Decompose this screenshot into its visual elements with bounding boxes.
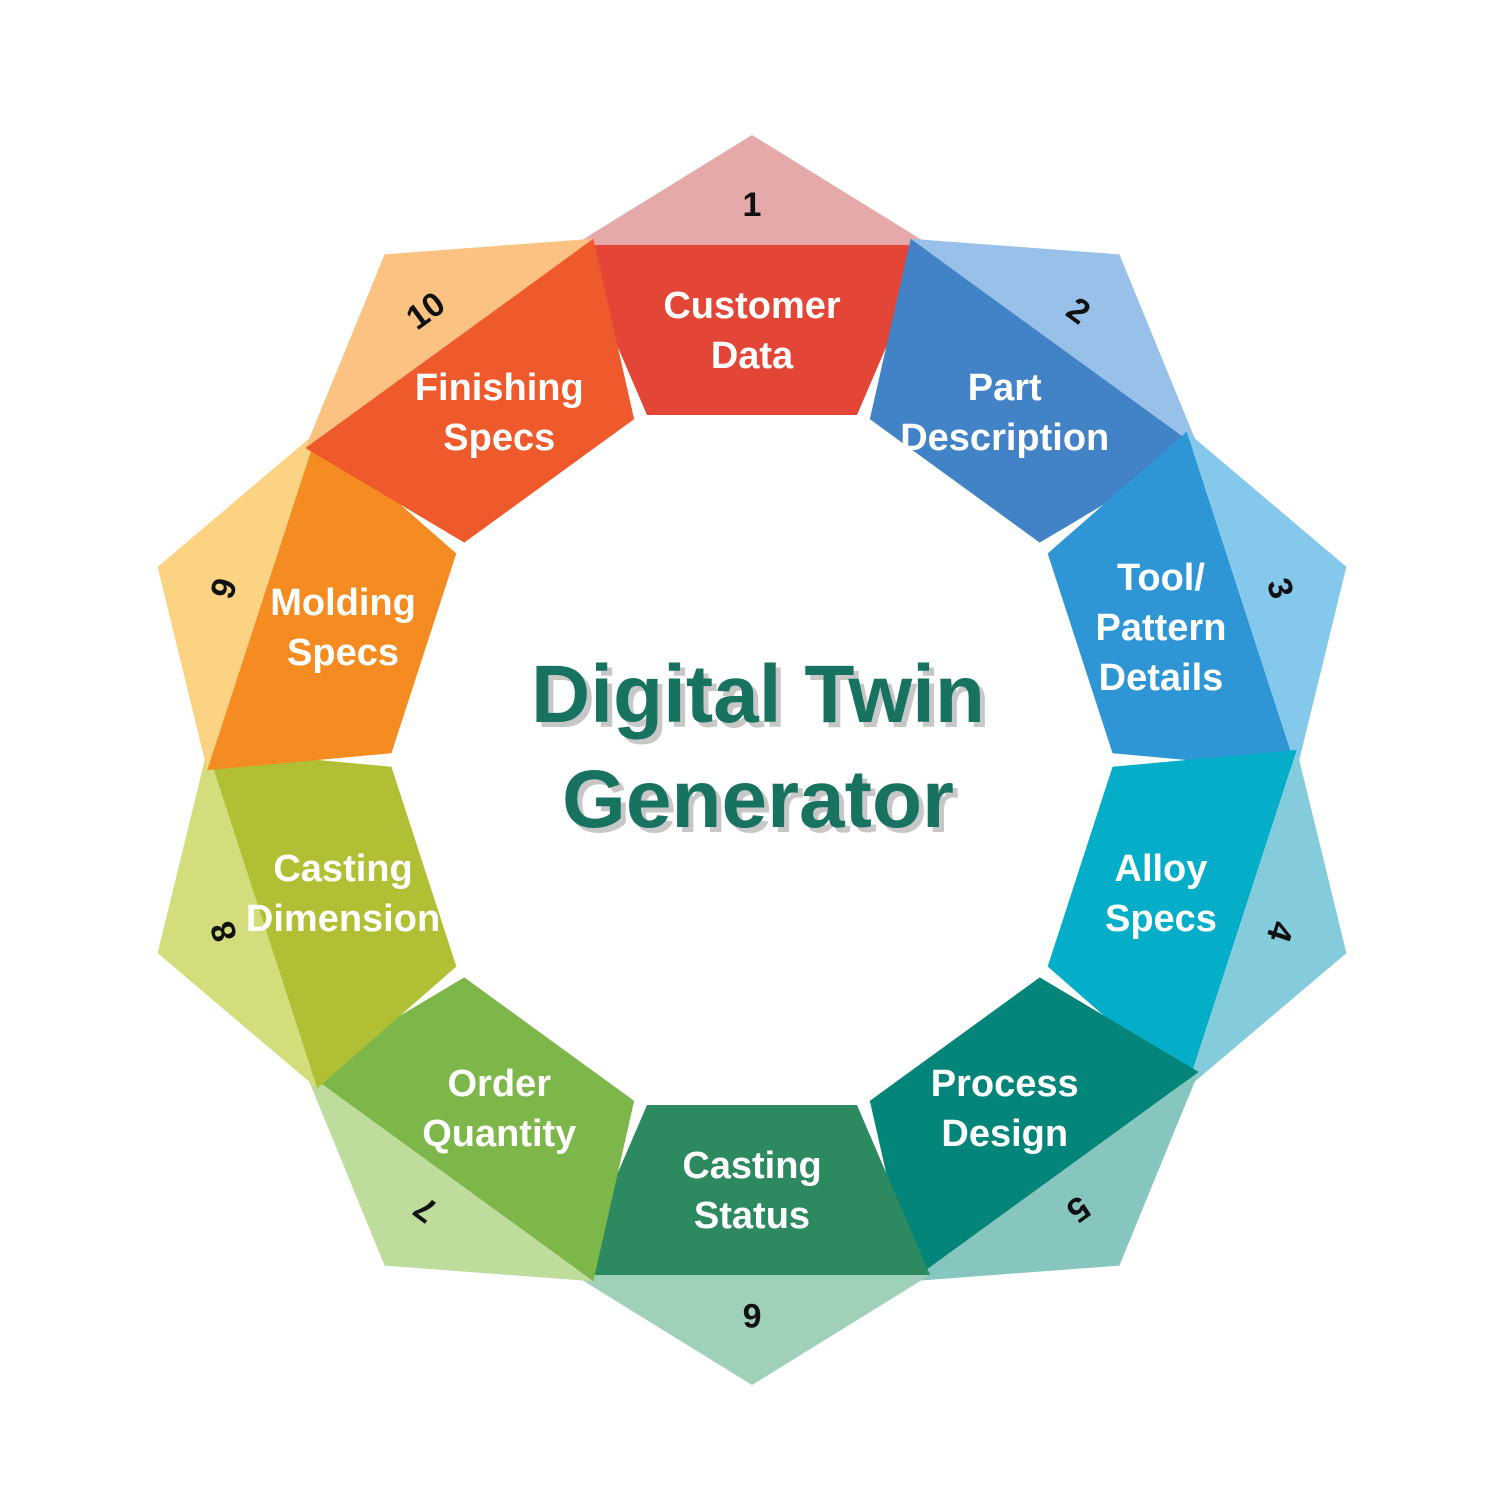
segment-6: 6 [574, 1105, 930, 1385]
segment-8-body [207, 749, 457, 1089]
segment-8-label-line: Dimension [246, 898, 440, 940]
center-title: Digital Twin Digital Twin Generator Gene… [531, 649, 990, 850]
segment-9-body [207, 431, 457, 771]
segment-4-label-line: Alloy [1115, 848, 1208, 890]
segment-6-number: 6 [743, 1296, 762, 1334]
segment-5-body [869, 977, 1199, 1282]
segment-8-tab [157, 749, 318, 1089]
segment-7: 7 [305, 977, 635, 1282]
segment-9-label-line: Molding [270, 582, 416, 624]
segment-7-label-line: Quantity [422, 1113, 576, 1155]
segment-3-label-line: Details [1099, 657, 1224, 699]
segment-6-label-line: Status [694, 1195, 810, 1237]
segment-3-label-line: Pattern [1095, 607, 1226, 649]
segment-6-tab [574, 1275, 930, 1385]
segment-3-tab [1186, 431, 1347, 771]
segment-1: 1 [574, 135, 930, 415]
segment-4-label-line: Specs [1105, 898, 1217, 940]
segment-1-number: 1 [743, 186, 762, 224]
segment-2: 2 [869, 238, 1199, 543]
segment-2-body [869, 238, 1199, 543]
segment-10-body [305, 238, 635, 543]
segment-4: 4 [1047, 749, 1347, 1089]
segment-1-label-line: Customer [663, 285, 841, 327]
segment-7-body [305, 977, 635, 1282]
segment-5-label-line: Process [931, 1063, 1079, 1105]
segment-10-label-line: Finishing [415, 367, 584, 409]
segment-3-label-line: Tool/ [1117, 557, 1205, 599]
segment-3: 3 [1047, 431, 1347, 771]
segment-6-body [574, 1105, 930, 1275]
title-line1: Digital Twin [531, 649, 985, 740]
segment-6-label-line: Casting [682, 1145, 821, 1187]
segment-7-label-line: Order [448, 1063, 552, 1105]
segment-10: 10 [305, 238, 635, 543]
segment-5: 5 [869, 977, 1199, 1282]
title-line2: Generator [562, 754, 954, 845]
title-line2-shadow: Generator [567, 759, 959, 850]
segment-4-tab [1186, 749, 1347, 1089]
segment-1-tab [574, 135, 930, 245]
segment-3-body [1047, 431, 1297, 771]
segment-2-label-line: Part [968, 367, 1042, 409]
segment-2-label-line: Description [900, 417, 1109, 459]
segment-4-body [1047, 749, 1297, 1089]
segment-10-tab [305, 238, 594, 448]
segment-8: 8 [157, 749, 457, 1089]
title-line1-shadow: Digital Twin [536, 654, 990, 745]
segment-9-label-line: Specs [287, 632, 399, 674]
segment-10-label-line: Specs [443, 417, 555, 459]
segment-5-label-line: Design [941, 1113, 1068, 1155]
segment-1-body [574, 245, 930, 415]
segment-8-label-line: Casting [273, 848, 412, 890]
segment-1-label-line: Data [711, 335, 794, 377]
segment-9: 9 [157, 431, 457, 771]
segment-9-tab [157, 431, 318, 771]
